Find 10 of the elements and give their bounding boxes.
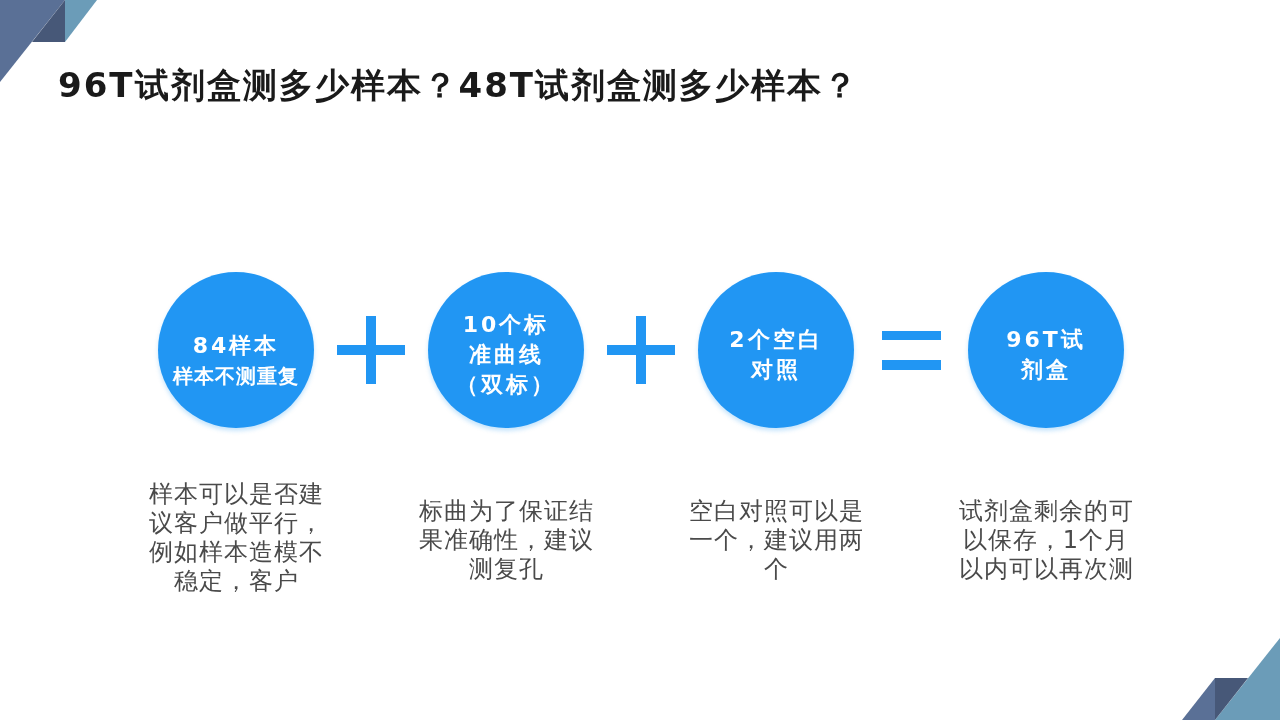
step-title: 10个标准曲线（双标） (455, 311, 557, 399)
step-title: 2个空白对照 (728, 326, 824, 384)
step-title: 96T试剂盒 (1005, 326, 1087, 384)
step-title: 84样本 (192, 332, 280, 360)
step-description: 样本可以是否建议客户做平行，例如样本造模不稳定，客户 (147, 480, 325, 596)
step-subtitle: 样本不测重复 (173, 363, 299, 390)
page-title: 96T试剂盒测多少样本？48T试剂盒测多少样本？ (58, 64, 859, 107)
step-description: 试剂盒剩余的可以保存，1个月以内可以再次测 (957, 497, 1135, 584)
step-description: 空白对照可以是一个，建议用两个 (687, 497, 865, 584)
step-description: 标曲为了保证结果准确性，建议测复孔 (417, 497, 595, 584)
